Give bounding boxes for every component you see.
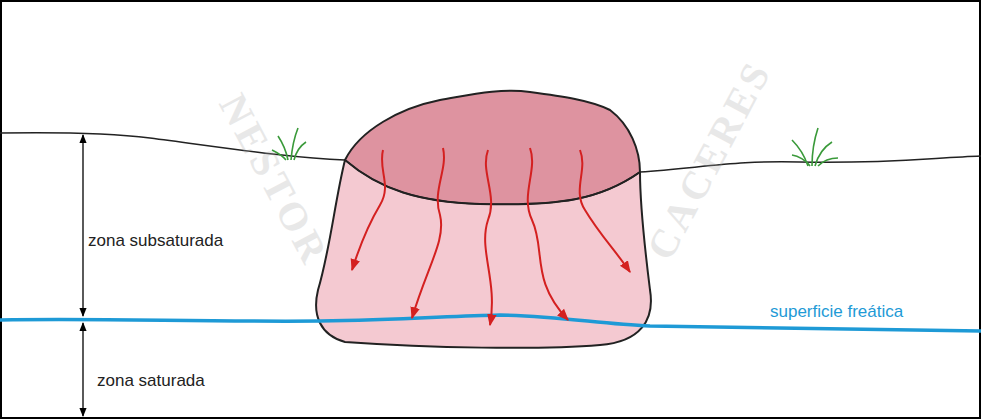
grass-tuft xyxy=(792,128,838,166)
dimension-arrow xyxy=(82,135,83,316)
watermark: CACERES xyxy=(640,54,778,266)
ground-surface xyxy=(345,160,640,204)
waste-pile xyxy=(345,91,640,205)
watermark: NESTOR xyxy=(212,88,335,273)
infiltration-arrows xyxy=(352,148,630,325)
zone-label: zona subsaturada xyxy=(88,232,223,249)
water-table-label: superficie freática xyxy=(770,303,903,320)
dimension-arrow xyxy=(82,323,83,416)
zone-label: zona saturada xyxy=(97,372,205,389)
